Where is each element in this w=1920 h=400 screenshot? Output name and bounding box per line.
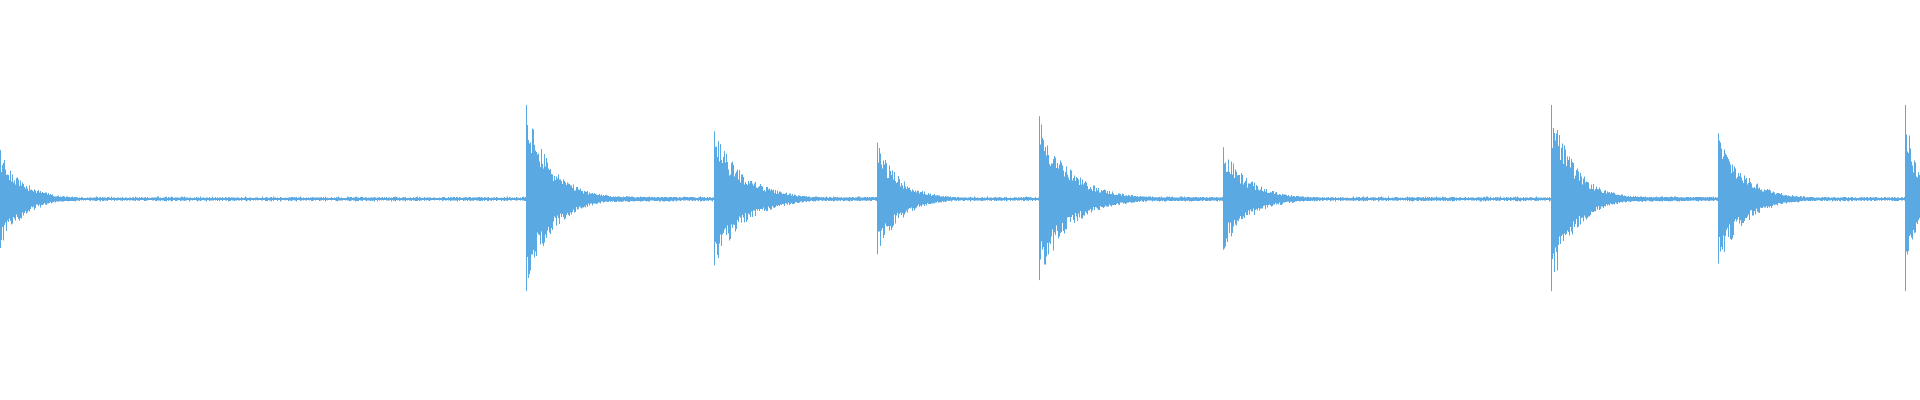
waveform-trace bbox=[0, 124, 1920, 279]
waveform-group bbox=[0, 105, 1920, 292]
